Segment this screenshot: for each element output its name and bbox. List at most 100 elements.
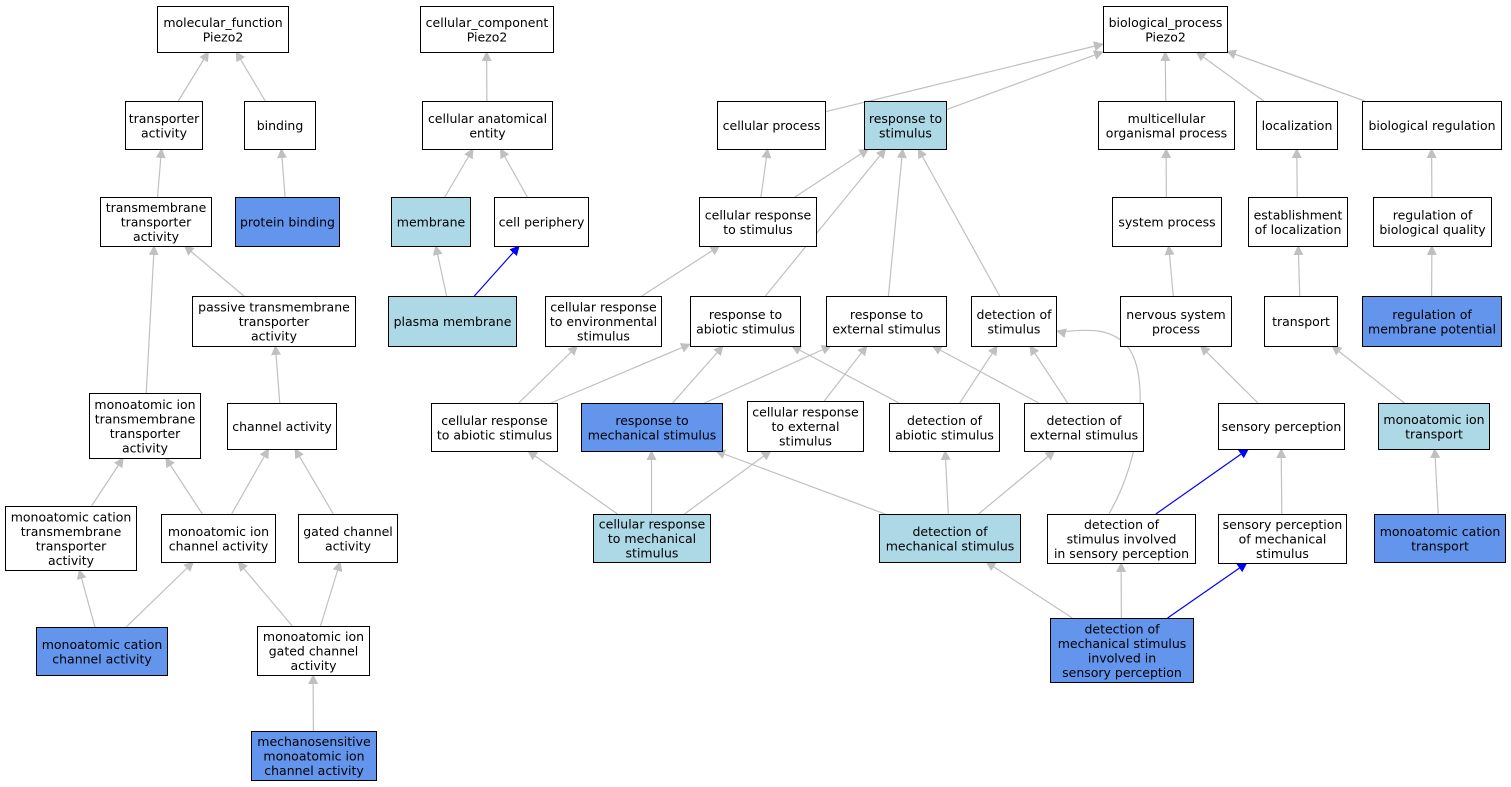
node-membrane[interactable]: membrane xyxy=(391,197,471,247)
edge-det_stim_sensory-to-detection_stim xyxy=(1056,328,1141,515)
edge-cell_resp_abiotic-to-resp_abiotic xyxy=(550,343,691,404)
edge-plasma_membrane-to-membrane xyxy=(432,245,448,297)
node-box xyxy=(391,197,471,247)
edge-mono_cation_channel-to-mono_ion_channel xyxy=(125,561,194,628)
node-transport[interactable]: transport xyxy=(1264,296,1338,347)
node-label-line: external stimulus xyxy=(832,321,940,336)
node-sensory_perception[interactable]: sensory perception xyxy=(1218,403,1345,450)
node-box xyxy=(157,6,289,53)
node-cellular_process[interactable]: cellular process xyxy=(717,101,826,150)
edge-det_abiotic-to-resp_abiotic xyxy=(791,345,900,404)
node-label-line: monoatomic ion xyxy=(94,397,195,412)
node-label-line: establishment xyxy=(1254,207,1343,222)
edge-channel_activity-to-passive_tmt xyxy=(271,345,282,404)
node-system_process[interactable]: system process xyxy=(1112,197,1222,247)
node-label-line: response to xyxy=(709,307,782,322)
node-label-line: gated channel xyxy=(269,644,359,659)
edge-resp_mech-to-resp_external xyxy=(704,345,832,404)
node-box xyxy=(388,296,517,347)
node-box xyxy=(89,393,201,459)
edge-mono_ion_gated-to-gated_channel xyxy=(319,561,343,627)
node-label-line: nervous system xyxy=(1126,307,1225,322)
node-box xyxy=(1024,403,1144,452)
node-plasma_membrane[interactable]: plasma membrane xyxy=(388,296,517,347)
edge-mono_ion_channel-to-mono_ion_tmt xyxy=(165,457,203,515)
node-label-line: protein binding xyxy=(240,215,335,230)
edge-resp_abiotic-to-response_to_stimulus xyxy=(764,148,887,297)
node-label-line: biological_process xyxy=(1109,15,1223,30)
node-box xyxy=(257,626,370,676)
edge-plasma_membrane-to-cell_periphery xyxy=(473,245,520,297)
node-label-line: binding xyxy=(257,118,304,133)
node-box xyxy=(161,514,276,563)
node-box xyxy=(1362,296,1502,347)
edge-gated_channel-to-channel_activity xyxy=(294,448,334,515)
node-mono_cation_tmt[interactable]: monoatomic cationtransmembranetransporte… xyxy=(5,506,137,571)
node-cell_periphery[interactable]: cell periphery xyxy=(494,197,589,247)
node-label-line: stimulus xyxy=(577,329,630,344)
node-label-line: detection of xyxy=(976,307,1052,322)
node-label-line: monoatomic cation xyxy=(42,637,163,652)
node-box xyxy=(717,101,826,150)
node-label-line: channel activity xyxy=(169,538,269,553)
node-box xyxy=(690,296,801,347)
node-mono_ion_tmt[interactable]: monoatomic iontransmembranetransporterac… xyxy=(89,393,201,459)
edge-det_mech-to-det_abiotic xyxy=(940,450,951,515)
node-protein_binding[interactable]: protein binding xyxy=(235,197,340,247)
edge-det_mech-to-det_external xyxy=(978,450,1056,515)
edge-mono_ion_transport-to-transport xyxy=(1331,345,1405,404)
node-label-line: cellular anatomical xyxy=(428,111,547,126)
node-channel_activity[interactable]: channel activity xyxy=(227,403,337,450)
node-label-line: cellular response xyxy=(599,517,706,532)
edge-det_external-to-detection_stim xyxy=(1029,345,1069,404)
edge-det_mech-to-resp_mech xyxy=(714,449,886,515)
edge-det_mech_sensory-to-det_mech xyxy=(985,561,1073,619)
node-localization[interactable]: localization xyxy=(1256,101,1338,150)
edge-detection_stim-to-response_to_stimulus xyxy=(917,148,1001,297)
node-label-line: mechanical stimulus xyxy=(886,538,1015,553)
node-label-line: to environmental xyxy=(550,314,657,329)
edge-cellular_process-to-bp xyxy=(824,41,1104,113)
node-bio_reg[interactable]: biological regulation xyxy=(1362,101,1502,150)
node-label-line: transporter xyxy=(121,215,192,230)
edge-bio_reg-to-bp xyxy=(1226,49,1366,102)
node-binding[interactable]: binding xyxy=(244,101,316,150)
node-label-line: cellular response xyxy=(752,405,859,420)
